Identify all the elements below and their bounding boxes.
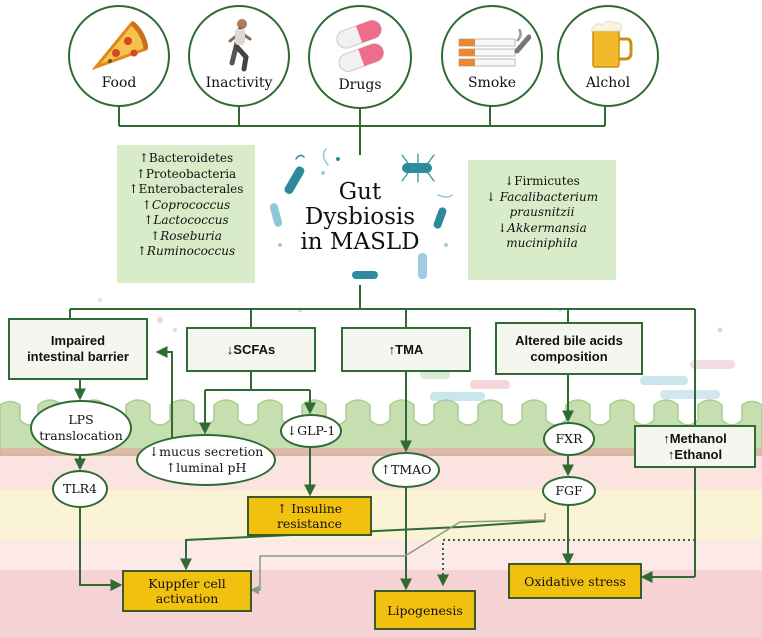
factor-drugs: Drugs <box>308 5 412 109</box>
oxidative-label: Oxidative stress <box>524 573 626 589</box>
glp1-label: ↓GLP-1 <box>286 423 336 438</box>
insulin-resistance-box: ↑ Insuline resistance <box>247 496 372 536</box>
taxon-ruminococcus: ↑Ruminococcus <box>136 244 236 258</box>
person-walking-icon <box>228 19 252 72</box>
factor-smoke-label: Smoke <box>467 75 517 91</box>
alcohol-box: ↑Methanol ↑Ethanol <box>634 425 756 468</box>
barrier-label-2: intestinal barrier <box>27 349 129 364</box>
bacteria-cluster-icon <box>269 148 453 279</box>
gut-dysbiosis-title: Gut Dysbiosis in MASLD <box>290 180 430 255</box>
bile-label-1: Altered bile acids <box>515 332 623 348</box>
lps-translocation-oval: LPS translocation <box>30 400 132 456</box>
lipogenesis-box: Lipogenesis <box>374 590 476 630</box>
mucus-label-2: ↑luminal pH <box>165 460 247 475</box>
fxr-label: FXR <box>555 431 583 446</box>
factor-inactivity: Inactivity <box>188 5 290 107</box>
bile-label-2: composition <box>530 348 608 364</box>
kupffer-label-2: activation <box>155 591 219 606</box>
factor-food: Food <box>68 5 170 107</box>
fxr-oval: FXR <box>543 422 595 456</box>
insulin-label-1: ↑ Insuline <box>276 501 343 516</box>
factor-inactivity-label: Inactivity <box>205 75 273 91</box>
lps-label-1: LPS <box>68 412 94 427</box>
kupffer-activation-box: Kuppfer cell activation <box>122 570 252 612</box>
glp1-oval: ↓GLP-1 <box>280 414 342 448</box>
insulin-label-2: resistance <box>276 516 343 531</box>
bile-acids-box: Altered bile acids composition <box>495 322 643 375</box>
taxon-firmicutes: ↓Firmicutes <box>504 174 580 188</box>
tlr4-oval: TLR4 <box>52 470 108 508</box>
title-line-1: Gut <box>338 179 382 205</box>
title-line-2: Dysbiosis <box>304 204 416 230</box>
taxon-roseburia: ↑Roseburia <box>150 228 222 243</box>
kupffer-label-1: Kuppfer cell <box>148 576 226 591</box>
mucus-ph-oval: ↓mucus secretion ↑luminal pH <box>136 434 276 486</box>
increased-taxa-box: ↑Bacteroidetes ↑Proteobacteria ↑Enteroba… <box>117 145 255 283</box>
taxon-enterobacterales: ↑Enterobacterales <box>128 182 244 196</box>
barrier-label-1: Impaired <box>50 333 106 348</box>
tmao-oval: ↑TMAO <box>372 452 440 488</box>
impaired-barrier-box: Impaired intestinal barrier <box>8 318 148 380</box>
tlr4-label: TLR4 <box>62 481 97 496</box>
taxon-proteobacteria: ↑Proteobacteria <box>135 166 237 181</box>
tma-box: ↑TMA <box>341 327 471 372</box>
lipogenesis-label: Lipogenesis <box>387 602 463 618</box>
taxon-faecalibacterium-species: prausnitzii <box>509 205 575 219</box>
tma-label: ↑TMA <box>388 341 424 357</box>
factor-alcohol: Alchol <box>557 5 659 107</box>
taxon-bacteroidetes: ↑Bacteroidetes <box>138 151 234 165</box>
factor-food-label: Food <box>101 75 137 91</box>
pills-icon <box>336 20 384 72</box>
taxon-akkermansia-species: muciniphila <box>506 236 578 250</box>
pizza-icon <box>92 20 148 71</box>
factor-drugs-label: Drugs <box>338 77 382 93</box>
tmao-label: ↑TMAO <box>380 462 432 477</box>
factor-alcohol-label: Alchol <box>585 75 631 91</box>
oxidative-stress-box: Oxidative stress <box>508 563 642 599</box>
taxon-akkermansia: ↓Akkermansia <box>497 220 587 235</box>
cigarettes-icon <box>458 29 531 67</box>
taxon-faecalibacterium: ↓ Facalibacterium <box>485 189 599 204</box>
mucus-label-1: ↓mucus secretion <box>148 444 264 459</box>
taxon-coprococcus: ↑Coprococcus <box>141 197 231 212</box>
ethanol-label: ↑Ethanol <box>667 446 723 462</box>
title-line-3: in MASLD <box>300 229 420 255</box>
scfa-label: ↓SCFAs <box>226 341 276 357</box>
methanol-label: ↑Methanol <box>663 430 727 446</box>
factor-smoke: Smoke <box>441 5 543 107</box>
fgf-label: FGF <box>555 483 583 498</box>
taxon-lactococcus: ↑Lactococcus <box>143 213 229 227</box>
decreased-taxa-box: ↓Firmicutes ↓ Facalibacterium prausnitzi… <box>468 160 616 280</box>
fgf-oval: FGF <box>542 476 596 506</box>
scfa-box: ↓SCFAs <box>186 327 316 372</box>
lps-label-2: translocation <box>39 428 123 443</box>
beer-mug-icon <box>590 20 633 68</box>
